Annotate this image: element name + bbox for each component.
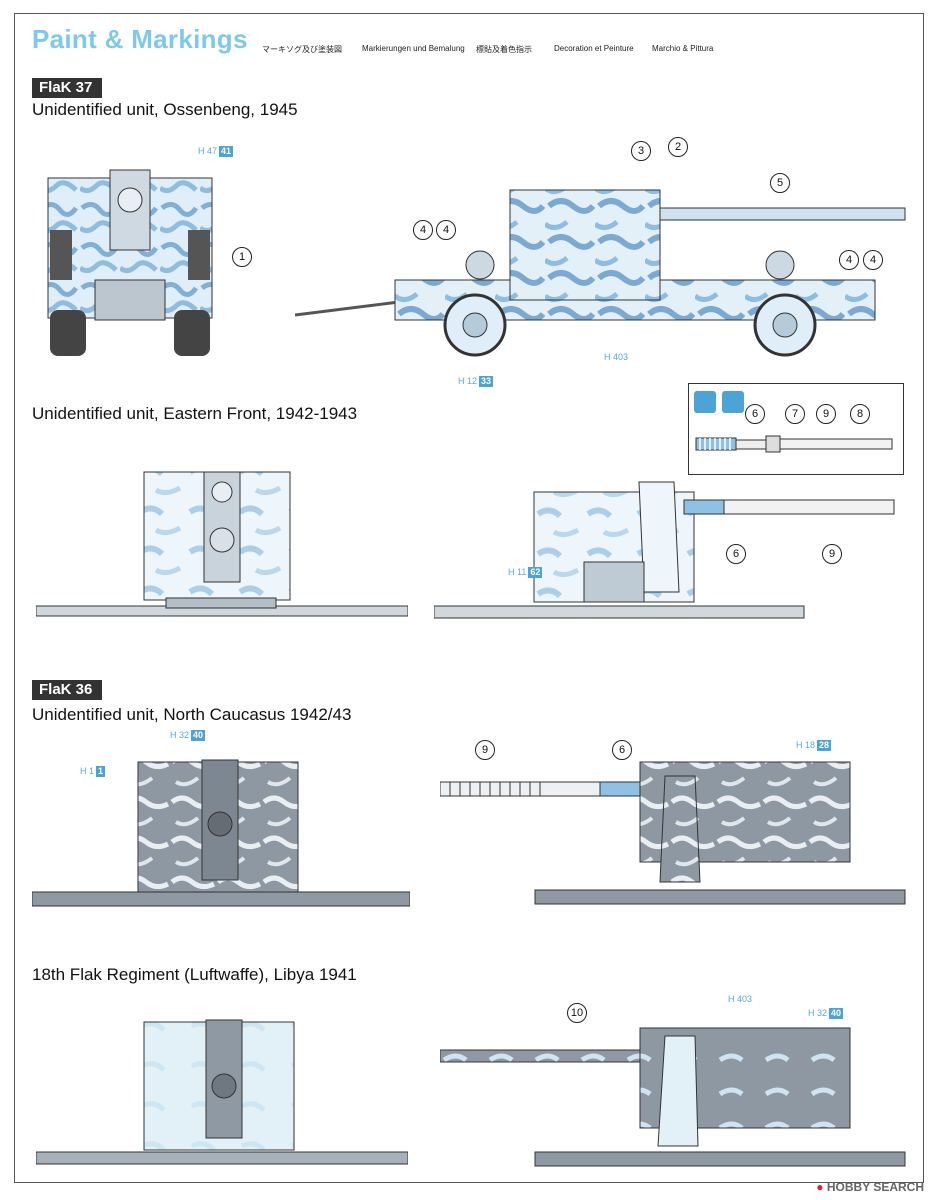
profile-caption: Unidentified unit, North Caucasus 1942/4… bbox=[32, 705, 352, 724]
flak37-side-view-illustration bbox=[295, 189, 906, 357]
callout-marker: 9 bbox=[475, 740, 495, 760]
section-badge-flak37: FlaK 37 bbox=[32, 78, 103, 98]
flak37-front-view-illustration bbox=[47, 169, 213, 356]
callout-marker: 3 bbox=[631, 141, 651, 161]
barrel-detail-inset bbox=[688, 383, 904, 475]
title-german: Markierungen und Bemalung bbox=[362, 44, 465, 53]
callout-marker: 1 bbox=[232, 247, 252, 267]
callout-marker: 4 bbox=[436, 220, 456, 240]
flak36-libya-side-illustration bbox=[440, 1027, 906, 1167]
callout-marker: 10 bbox=[567, 1003, 587, 1023]
page-frame bbox=[14, 13, 924, 1183]
page-title: Paint & Markings bbox=[32, 24, 248, 54]
title-french: Decoration et Peinture bbox=[554, 44, 634, 53]
callout-marker: 6 bbox=[612, 740, 632, 760]
profile-caption: Unidentified unit, Ossenbeng, 1945 bbox=[32, 100, 298, 119]
watermark-logo-icon: ● bbox=[816, 1180, 824, 1194]
flak37-winter-side-illustration bbox=[434, 481, 895, 619]
profile-caption: 18th Flak Regiment (Luftwaffe), Libya 19… bbox=[32, 965, 357, 984]
callout-marker: 7 bbox=[785, 404, 805, 424]
watermark: ● HOBBY SEARCH bbox=[816, 1180, 924, 1194]
callout-marker: 8 bbox=[850, 404, 870, 424]
title-italian: Marchio & Pittura bbox=[652, 44, 714, 53]
callout-marker: 4 bbox=[413, 220, 433, 240]
section-badge-flak36: FlaK 36 bbox=[32, 680, 103, 700]
flak36-libya-front-illustration bbox=[36, 1019, 408, 1165]
title-japanese: マーキソグ及び塗装図 bbox=[262, 45, 342, 54]
color-code-label: H 403 bbox=[728, 994, 753, 1004]
flak36-caucasus-front-illustration bbox=[32, 759, 410, 907]
profile-caption: Unidentified unit, Eastern Front, 1942-1… bbox=[32, 404, 358, 423]
flak37-winter-front-illustration bbox=[36, 471, 408, 617]
title-chinese: 標貼及着色指示 bbox=[476, 45, 532, 54]
callout-marker: 6 bbox=[745, 404, 765, 424]
callout-marker: 9 bbox=[816, 404, 836, 424]
callout-marker: 9 bbox=[822, 544, 842, 564]
callout-marker: 5 bbox=[770, 173, 790, 193]
callout-marker: 2 bbox=[668, 137, 688, 157]
color-code-label: H 403 bbox=[604, 352, 629, 362]
callout-marker: 4 bbox=[839, 250, 859, 270]
callout-marker: 4 bbox=[863, 250, 883, 270]
flak36-caucasus-side-illustration bbox=[440, 761, 906, 905]
callout-marker: 6 bbox=[726, 544, 746, 564]
